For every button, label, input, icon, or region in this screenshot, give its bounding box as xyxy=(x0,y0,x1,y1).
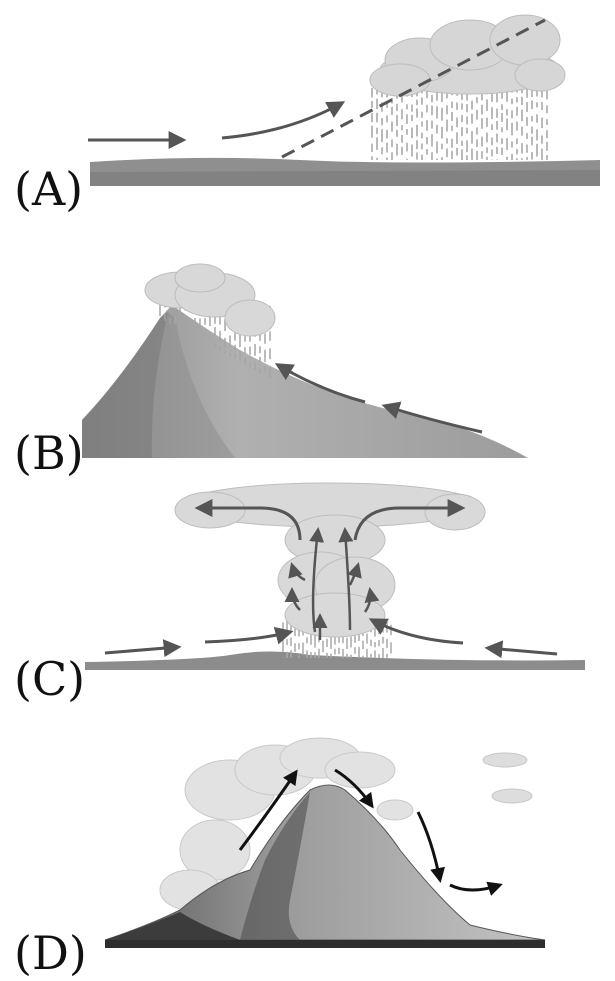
panel-c-swirl-arrow-3 xyxy=(284,587,301,611)
panel-a-front-line xyxy=(281,18,546,159)
panel-b-orographic-diagram xyxy=(82,263,528,458)
panel-label-b: (B) xyxy=(14,426,84,480)
panel-label-d: (D) xyxy=(14,926,87,980)
panel-c-outflow-arrow-right xyxy=(353,499,466,541)
panel-label-a: (A) xyxy=(14,162,84,216)
panel-b-cloud xyxy=(144,263,276,337)
panel-d-mountain-shadow xyxy=(105,912,240,940)
panel-c-ground xyxy=(85,651,585,670)
panel-d-upslope-arrow xyxy=(238,769,298,851)
panel-b-upslope-arrow-upper xyxy=(274,363,366,404)
panel-a-cloud xyxy=(369,14,566,97)
panel-d-downslope-arrow xyxy=(416,811,445,883)
panel-b-mountain-shade xyxy=(82,312,168,458)
panel-a-rain xyxy=(371,85,548,160)
panel-a-rising-air-arrow xyxy=(221,101,346,140)
panel-c-updraft-arrow-right xyxy=(338,527,354,631)
panel-c-cloud xyxy=(174,482,486,638)
panel-c-outflow-arrow-left xyxy=(194,499,302,541)
panel-d-mountain-base xyxy=(105,940,545,948)
panel-c-swirl-arrow-1 xyxy=(288,562,306,582)
panel-d-mountain-dark-ridge xyxy=(240,792,310,940)
panel-c-inflow-arrow-left-1 xyxy=(104,639,182,658)
panel-a-frontal-diagram xyxy=(88,14,600,186)
panel-d-mountain-flow-diagram xyxy=(104,737,546,948)
panel-d-crest-arrow xyxy=(334,768,374,809)
panel-b-mountain-shade-2 xyxy=(151,312,235,458)
panel-d-mountain xyxy=(104,784,546,941)
panel-c-swirl-arrow-2 xyxy=(347,562,362,586)
panel-b-upslope-arrow-lower xyxy=(381,401,483,434)
panel-d-outflow-arrow xyxy=(449,881,503,896)
panel-c-inflow-arrow-left-2 xyxy=(204,627,294,645)
panel-label-c: (C) xyxy=(14,652,86,706)
panel-c-inflow-arrow-right-1 xyxy=(484,640,558,659)
panel-a-ground-shade xyxy=(90,170,600,186)
panel-c-convective-diagram xyxy=(85,482,585,670)
panel-c-inflow-arrow-right-2 xyxy=(368,618,464,645)
panel-c-swirl-arrow-4 xyxy=(363,587,380,613)
panel-d-distant-clouds xyxy=(482,752,533,804)
